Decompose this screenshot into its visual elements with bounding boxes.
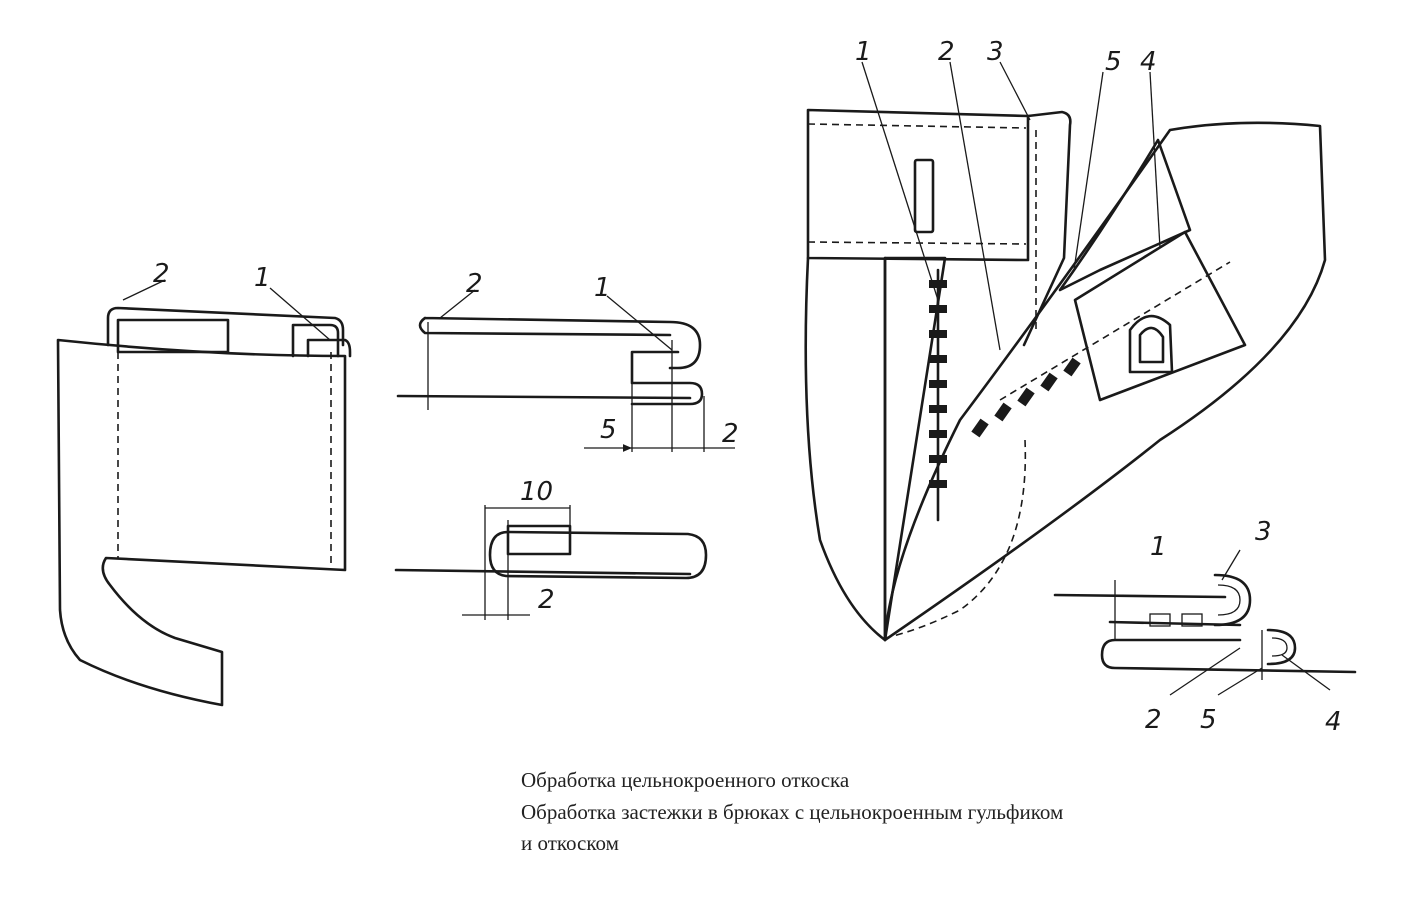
leader-2 (949, 61, 1001, 351)
waistband-stitch-top (807, 123, 1027, 129)
caption-line-3: и откоском (521, 831, 619, 855)
leader-1 (606, 295, 673, 351)
dim-2: 2 (538, 585, 555, 615)
label-3: 3 (987, 37, 1004, 67)
waistband-stitch-bottom (807, 241, 1027, 245)
leader-5 (1073, 71, 1104, 271)
hatched-bar-2 (1181, 613, 1203, 627)
middle-bottom-figure: 10 2 (394, 477, 708, 620)
label-1: 1 (594, 273, 611, 303)
pocket-panel (1073, 230, 1247, 402)
section-fold-4 (1266, 628, 1297, 666)
leader-2 (439, 289, 476, 319)
label-1: 1 (855, 37, 872, 67)
label-2: 2 (153, 259, 170, 289)
base-layer (394, 568, 692, 576)
right-figure: 1 2 3 5 4 (804, 37, 1327, 642)
leader-1 (861, 61, 939, 301)
button-inner (1138, 326, 1165, 364)
section-fold-4-inner (1271, 637, 1288, 657)
label-1: 1 (1150, 532, 1167, 562)
leader-5 (1217, 667, 1263, 696)
leader-2 (122, 279, 166, 301)
inner-facing (506, 524, 572, 556)
label-4: 4 (1140, 47, 1157, 77)
folded-strip (488, 530, 708, 580)
fly-facing-outline (106, 306, 345, 347)
base-layer (396, 394, 692, 400)
label-4: 4 (1325, 707, 1342, 737)
left-figure: 2 1 (56, 259, 352, 707)
section-top-layer (1053, 593, 1227, 599)
button-shape (1128, 314, 1174, 374)
leader-4 (1149, 71, 1161, 249)
trouser-front (804, 256, 887, 642)
buttonhole (913, 158, 935, 234)
zipper-tape (883, 256, 947, 642)
label-2: 2 (1145, 705, 1162, 735)
section-fold-3-inner (1217, 584, 1241, 616)
trouser-stitch (884, 439, 1027, 639)
hatched-bar-1 (1149, 613, 1171, 627)
label-5: 5 (1105, 47, 1122, 77)
inner-fold (630, 350, 704, 406)
flap-zipper-teeth (971, 357, 1081, 438)
caption-line-2: Обработка застежки в брюках с цельнокрое… (521, 800, 1064, 824)
dim-5: 5 (600, 415, 617, 445)
trouser-panel (56, 338, 347, 707)
dim-10: 10 (520, 477, 553, 507)
fold-inner (306, 338, 352, 358)
label-1: 1 (254, 263, 271, 293)
caption-line-1: Обработка цельнокроенного откоска (521, 768, 850, 792)
section-mid-layer (1108, 620, 1242, 627)
label-2: 2 (466, 269, 483, 299)
leader-3 (999, 61, 1031, 121)
flap-stitch (999, 261, 1231, 401)
fold-tab (291, 323, 340, 358)
hatched-interlining (116, 318, 230, 354)
middle-top-figure: 2 1 5 2 (396, 269, 739, 452)
right-section-figure: 1 3 2 5 4 (1053, 517, 1357, 737)
waistband (806, 108, 1030, 262)
zipper-teeth (929, 280, 947, 488)
label-5: 5 (1200, 705, 1217, 735)
leader-3 (1221, 549, 1241, 581)
fly-facing-hatched (1058, 138, 1192, 292)
leader-1 (269, 287, 331, 341)
leader-4 (1281, 654, 1331, 691)
leader-2 (1169, 647, 1241, 696)
fly-extension (1022, 110, 1072, 347)
fly-flap (883, 121, 1327, 642)
dim-2: 2 (722, 419, 739, 449)
section-fold-bottom (1100, 638, 1357, 674)
section-fold-3 (1213, 573, 1252, 627)
folded-layer (418, 316, 702, 370)
label-2: 2 (938, 37, 955, 67)
label-3: 3 (1255, 517, 1272, 547)
